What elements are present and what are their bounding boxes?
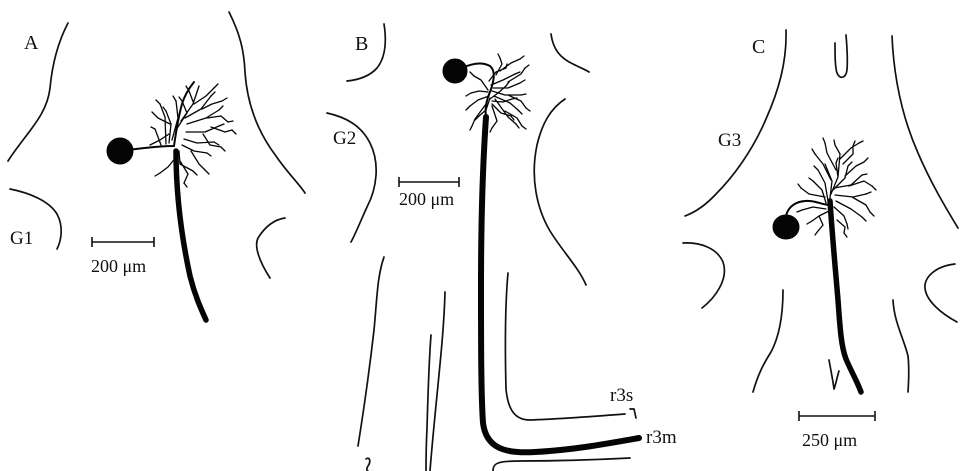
panel-b-upper-right-connective — [551, 34, 589, 72]
panel-b-ganglion-label: G2 — [333, 129, 356, 148]
panel-a-outlines — [8, 12, 305, 278]
panel-b-r3s-label: r3s — [610, 386, 633, 405]
panel-c-upper-right-ganglion-outline — [892, 36, 958, 228]
panel-c-letter: C — [752, 37, 765, 57]
panel-a-neuron — [107, 82, 236, 320]
panel-c-midline-loop — [835, 35, 847, 77]
panel-a-right-ganglion-outline — [229, 12, 305, 193]
panel-b-soma — [443, 59, 467, 83]
panel-b-scale-label: 200 μm — [399, 190, 454, 208]
panel-c-lower-right-nerve — [893, 300, 909, 392]
panel-a-lower-right-connective — [257, 218, 285, 278]
panel-b-r3s-tick — [630, 409, 636, 418]
panel-b-left-inner-trunk — [430, 292, 445, 471]
panel-b-left-inner-trunk-edge — [426, 335, 431, 471]
panel-c-dendrites — [801, 143, 872, 233]
panel-c-left-mid-connective — [683, 243, 724, 308]
panel-c-ganglion-label: G3 — [718, 131, 741, 150]
panel-c-neuron — [773, 138, 876, 392]
panel-a-soma — [107, 138, 133, 164]
panel-c-axon — [830, 201, 861, 392]
panel-b-letter: B — [355, 34, 368, 54]
panel-c-right-mid-connective — [925, 264, 957, 322]
panel-b-r3-upper-boundary — [505, 273, 625, 420]
panel-c-outlines — [683, 30, 958, 392]
panel-b-lower-small-mark — [366, 458, 370, 471]
panel-a-letter: A — [24, 33, 38, 53]
panel-a-dendrites — [150, 88, 232, 183]
panel-a-ganglion-label: G1 — [10, 229, 33, 248]
panel-a-scale-bar — [92, 237, 154, 247]
panel-a-scale-label: 200 μm — [91, 257, 146, 275]
panel-c-lower-stub — [829, 360, 839, 389]
panel-c-scale-bar — [799, 411, 875, 421]
panel-a-dendritic-tips — [151, 84, 236, 187]
panel-b-scale-bar — [399, 177, 459, 187]
panel-c-lower-left-nerve — [753, 290, 783, 392]
panel-b-r3-lower-boundary — [493, 458, 630, 471]
panel-c-upper-left-ganglion-outline — [685, 30, 786, 216]
panel-a-axon — [176, 151, 206, 320]
panel-b-right-ganglion-outline — [534, 99, 586, 285]
panel-b-lower-left-nerve — [358, 257, 384, 446]
panel-b-r3m-label: r3m — [646, 428, 677, 447]
panel-c-soma — [773, 215, 799, 239]
panel-c-scale-label: 250 μm — [802, 431, 857, 449]
